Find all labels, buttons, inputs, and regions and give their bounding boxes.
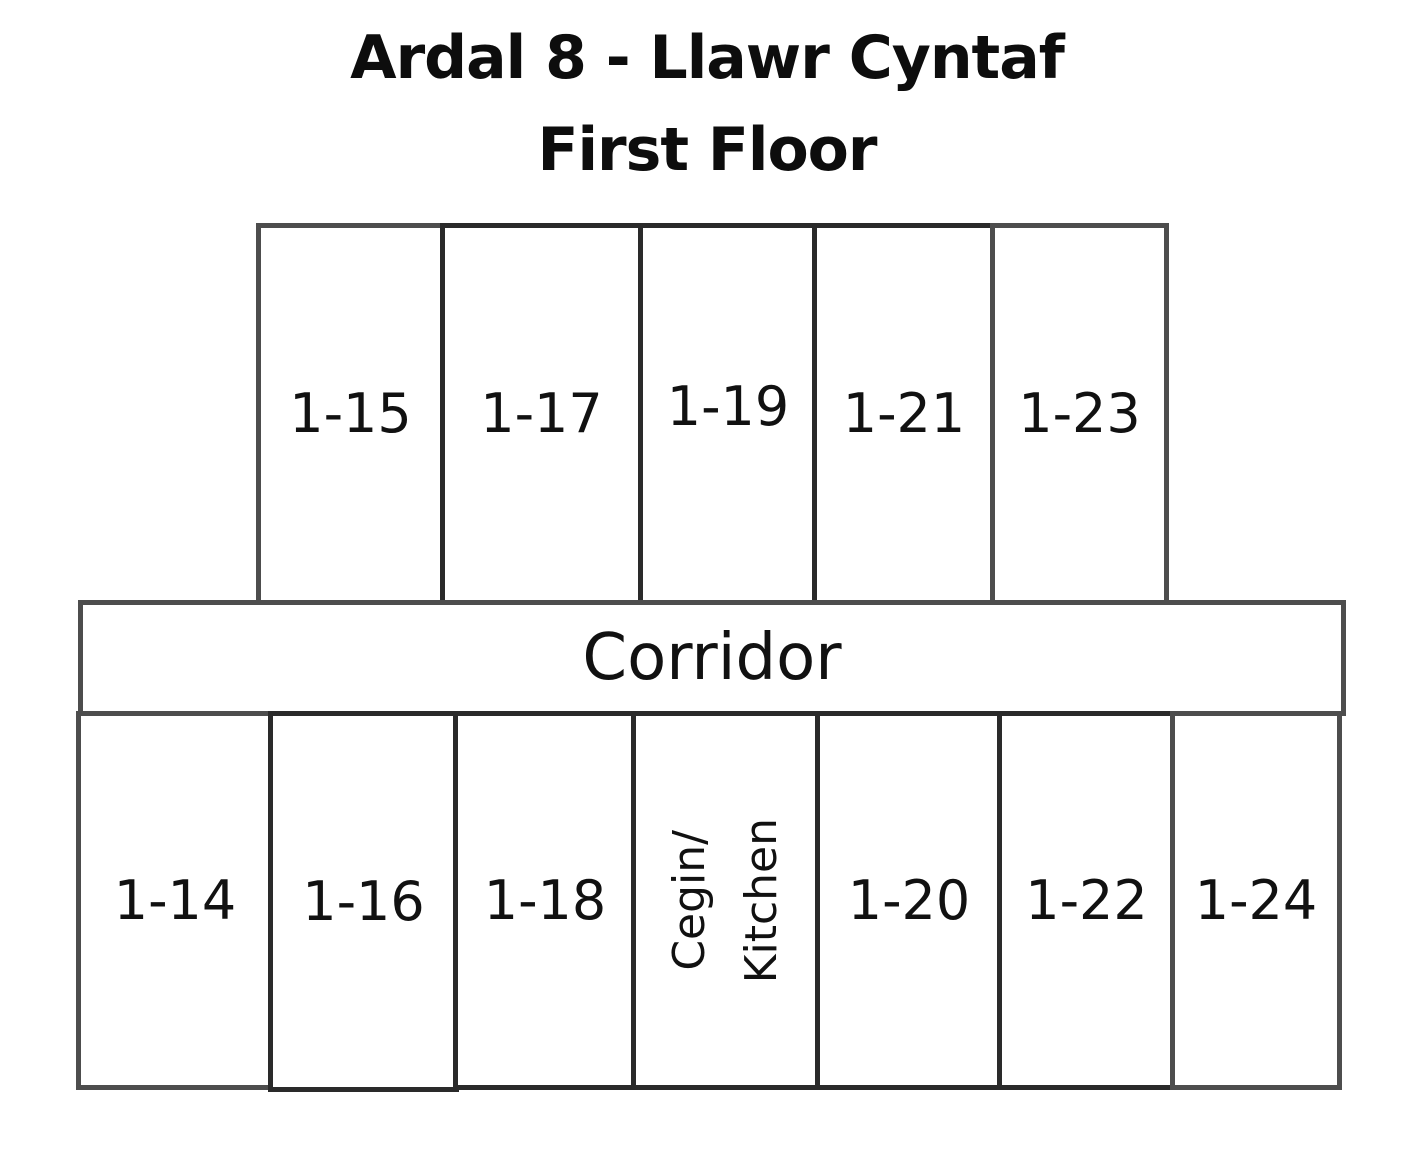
- room-label: 1-23: [1018, 382, 1141, 445]
- room-1-19: 1-19: [638, 223, 818, 605]
- room-label: 1-19: [666, 375, 790, 438]
- room-1-15: 1-15: [256, 223, 445, 605]
- room-1-24: 1-24: [1170, 711, 1342, 1090]
- room-label: 1-22: [1025, 868, 1148, 932]
- corridor: Corridor: [78, 600, 1346, 716]
- room-label: 1-17: [480, 382, 603, 445]
- corridor-label: Corridor: [582, 621, 842, 695]
- room-label: 1-18: [483, 868, 607, 932]
- diagram-title-english: First Floor: [537, 115, 877, 185]
- room-1-18: 1-18: [453, 711, 637, 1090]
- room-1-17: 1-17: [440, 223, 643, 605]
- room-1-20: 1-20: [815, 711, 1003, 1090]
- room-1-16: 1-16: [268, 711, 459, 1092]
- room-label: 1-24: [1194, 868, 1318, 932]
- kitchen: Cegin/ Kitchen: [631, 711, 821, 1090]
- room-label: 1-14: [113, 868, 237, 932]
- room-1-23: 1-23: [990, 223, 1169, 605]
- room-1-22: 1-22: [997, 711, 1176, 1090]
- room-1-21: 1-21: [812, 223, 996, 605]
- room-label: 1-16: [302, 869, 425, 933]
- room-label: 1-15: [289, 382, 412, 445]
- kitchen-label-welsh: Cegin/: [664, 830, 715, 971]
- room-1-14: 1-14: [76, 711, 274, 1090]
- room-label: 1-21: [842, 382, 966, 445]
- room-label: 1-20: [847, 868, 971, 932]
- kitchen-label-english: Kitchen: [736, 817, 787, 984]
- diagram-title-welsh: Ardal 8 - Llawr Cyntaf: [350, 23, 1065, 93]
